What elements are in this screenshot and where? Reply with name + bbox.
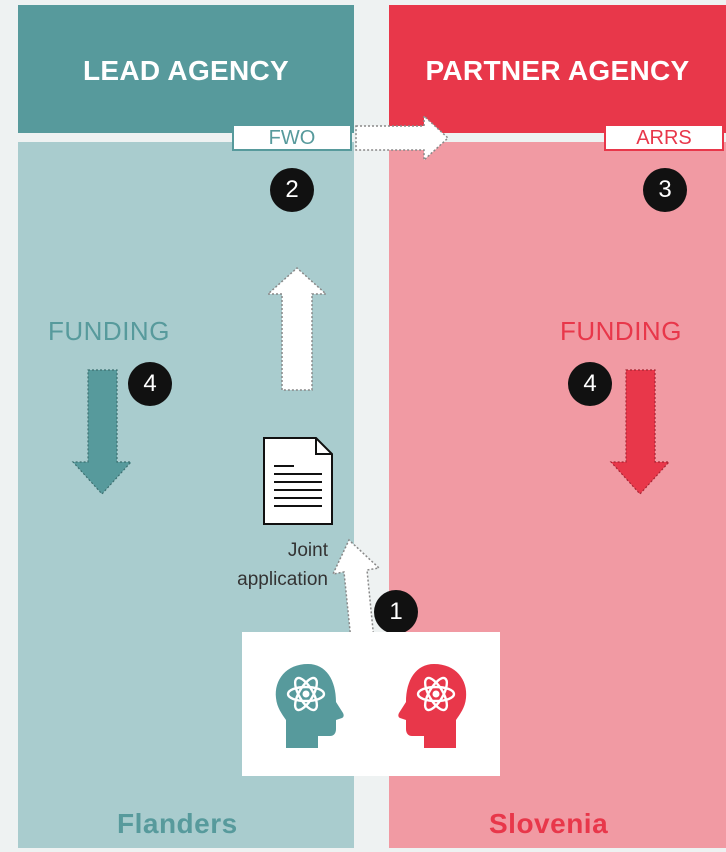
researcher-head-icon-right xyxy=(398,664,467,748)
researchers-icons xyxy=(275,664,467,748)
lead-agency-header: LEAD AGENCY xyxy=(18,5,354,133)
step-badge-4-left: 4 xyxy=(128,362,172,406)
step-badge-2: 2 xyxy=(270,168,314,212)
funding-arrow-right xyxy=(609,369,671,495)
document-icon xyxy=(263,437,333,525)
funding-arrow-left xyxy=(71,369,133,495)
handover-arrow xyxy=(355,114,450,162)
partner-funding-label: FUNDING xyxy=(560,316,682,346)
researcher-head-icon-left xyxy=(275,664,344,748)
lead-agency-title: LEAD AGENCY xyxy=(82,55,290,86)
lead-funding-label: FUNDING xyxy=(48,316,170,346)
slovenia-label: Slovenia xyxy=(489,808,609,839)
joint-application-line2: application xyxy=(237,569,328,590)
partner-agency-header: PARTNER AGENCY xyxy=(389,5,726,133)
joint-application-line1: Joint xyxy=(287,540,328,561)
step-badge-3: 3 xyxy=(643,168,687,212)
joint-application-label: Joint application xyxy=(200,536,328,594)
researchers-box xyxy=(242,632,500,776)
step-badge-4-right: 4 xyxy=(568,362,612,406)
flanders-label: Flanders xyxy=(117,808,238,839)
step-badge-1: 1 xyxy=(374,590,418,634)
partner-agency-title: PARTNER AGENCY xyxy=(425,55,690,86)
submit-arrow xyxy=(266,266,328,391)
lead-agency-box: FWO xyxy=(232,124,352,151)
partner-agency-box: ARRS xyxy=(604,124,724,151)
